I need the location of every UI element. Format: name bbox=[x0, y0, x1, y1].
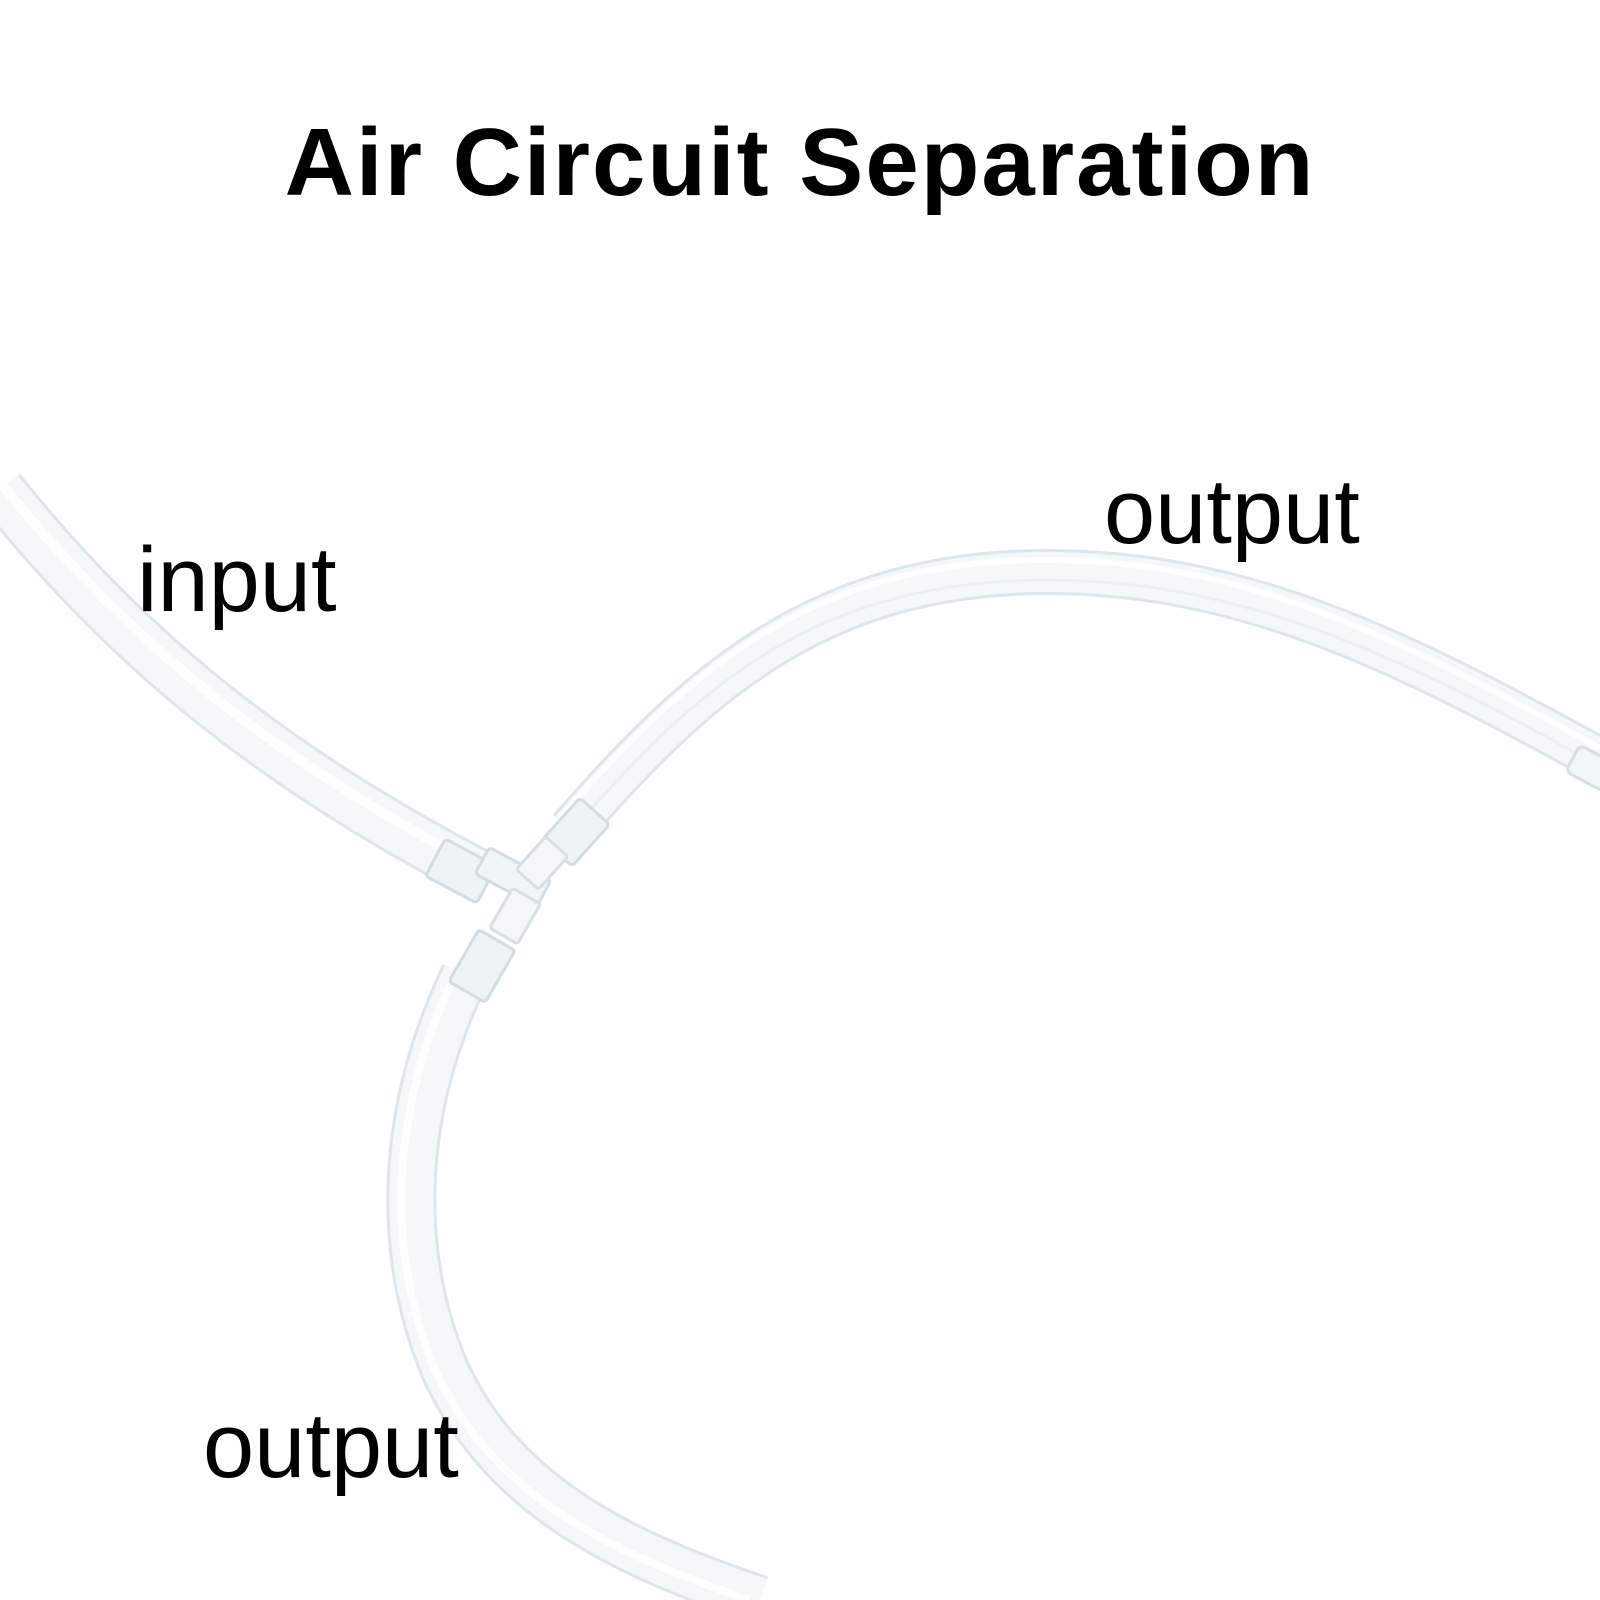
output-tube-right bbox=[552, 548, 1600, 846]
diagram-title: Air Circuit Separation bbox=[284, 109, 1316, 216]
t-connector bbox=[425, 797, 610, 1003]
output-label-right: output bbox=[1104, 461, 1360, 563]
output-label-bottom: output bbox=[203, 1395, 459, 1497]
output-tube-bottom bbox=[386, 964, 768, 1600]
input-tube bbox=[0, 473, 493, 899]
input-label: input bbox=[137, 529, 337, 631]
tube-end-right bbox=[1566, 745, 1600, 793]
